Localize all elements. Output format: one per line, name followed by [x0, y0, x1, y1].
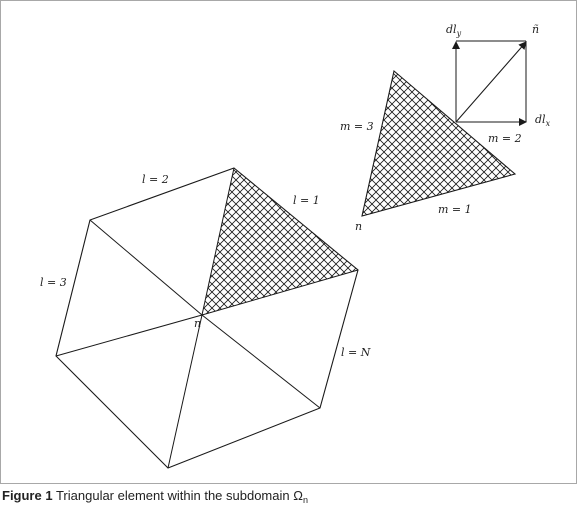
hexagon-subdomain: l = 1 l = 2 l = 3 l = N n: [40, 167, 371, 469]
triangle-element-hatched: [361, 69, 517, 217]
label-m-3: m = 3: [340, 120, 374, 133]
spoke-6: [89, 219, 203, 316]
hexagon-outline: [55, 167, 359, 469]
hatched-triangle-l1: [202, 168, 358, 315]
label-l-1: l = 1: [293, 194, 320, 207]
spoke-1: [201, 167, 235, 316]
arrow-n-tilde: [455, 41, 527, 123]
spoke-5: [55, 314, 203, 357]
spoke-3: [201, 314, 321, 409]
label-dl-y: dly: [446, 23, 462, 38]
spoke-4: [167, 314, 203, 469]
label-dl-x: dlx: [535, 113, 551, 128]
caption-subscript: n: [302, 495, 308, 505]
label-l-3: l = 3: [40, 276, 67, 289]
diagram: l = 1 l = 2 l = 3 l = N n m = 1 m = 2 m …: [40, 23, 551, 469]
label-vertex-n: n: [355, 220, 362, 233]
spoke-2: [201, 269, 359, 316]
label-center-n: n: [194, 317, 201, 330]
figure-caption: Figure 1 Triangular element within the s…: [2, 488, 578, 510]
triangular-element: m = 1 m = 2 m = 3 n: [340, 69, 522, 233]
label-m-1: m = 1: [438, 203, 472, 216]
label-l-N: l = N: [341, 346, 371, 359]
caption-text: Triangular element within the subdomain …: [55, 488, 303, 503]
label-m-2: m = 2: [488, 132, 522, 145]
label-l-2: l = 2: [142, 173, 169, 186]
hexagon-spokes: [55, 167, 359, 469]
normal-vector-decomposition: [452, 40, 527, 126]
caption-label: Figure 1: [2, 488, 53, 503]
label-n-tilde: ñ: [532, 23, 539, 36]
